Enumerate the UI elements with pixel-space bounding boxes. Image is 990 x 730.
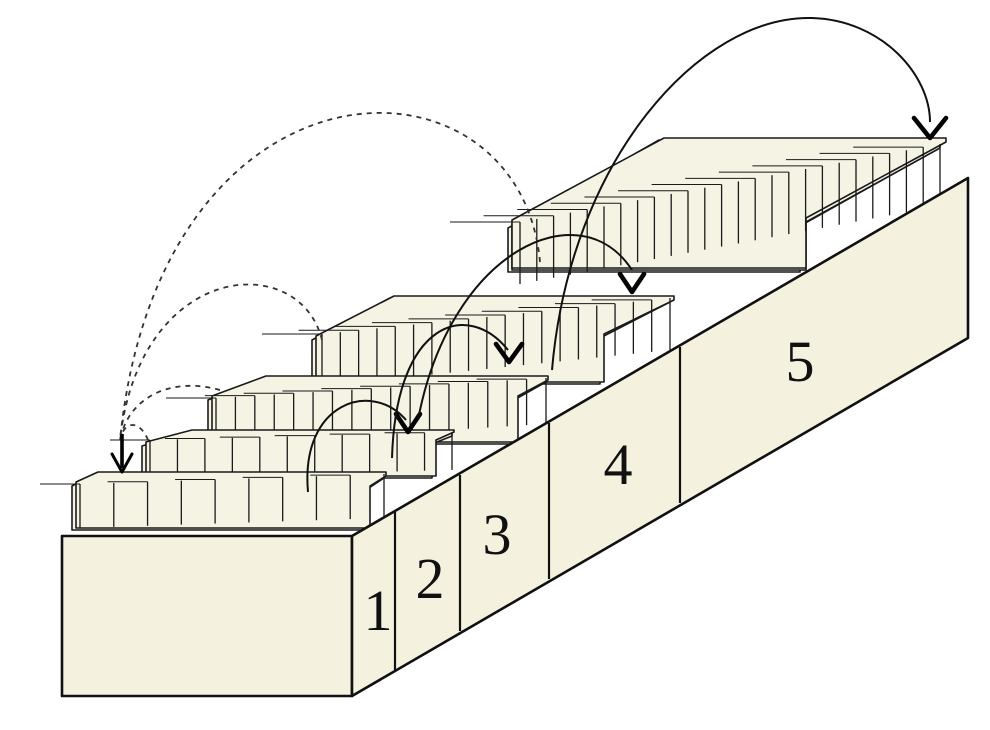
promotion-arrows [306, 16, 949, 493]
compartment-label-4: 4 [604, 432, 633, 497]
compartment-label-2: 2 [416, 546, 445, 611]
card-stack-1 [40, 471, 387, 531]
compartment-label-3: 3 [483, 502, 512, 567]
demote-arc-from-3 [119, 385, 221, 441]
demotion-arrows [110, 112, 541, 474]
arrow-down-icon [110, 452, 134, 474]
card-stack-5 [450, 137, 947, 284]
arrow-down-icon [493, 341, 525, 365]
demote-arc-from-4 [119, 283, 323, 441]
promote-arc-1-to-2 [306, 399, 407, 493]
promote-arc-3-to-4 [417, 234, 633, 421]
demote-arc-from-2 [119, 424, 149, 441]
card-box [60, 176, 970, 698]
promote-arc-2-to-3 [391, 324, 509, 459]
card-stack-3 [166, 375, 549, 445]
card-stack-4 [262, 295, 675, 386]
promote-arc-4-to-5 [551, 16, 931, 371]
card-stack-2 [110, 429, 455, 479]
demote-arc-from-5 [119, 112, 541, 441]
arrow-down-icon [617, 271, 647, 295]
compartment-label-5: 5 [786, 329, 815, 394]
compartment-label-1: 1 [364, 578, 393, 643]
arrow-down-icon [393, 411, 423, 435]
arrow-down-icon [911, 115, 949, 141]
